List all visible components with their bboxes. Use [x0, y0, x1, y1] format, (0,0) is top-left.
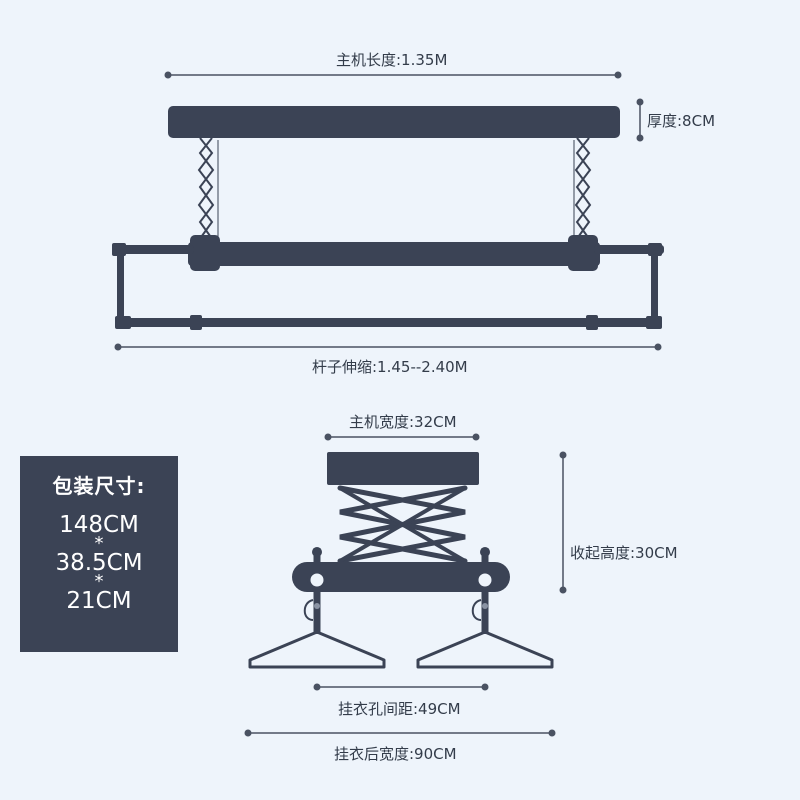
scissor-lift-left: [197, 137, 219, 241]
label-hanger-hole-spacing: 挂衣孔间距:49CM: [338, 700, 461, 718]
label-thickness: 厚度:8CM: [647, 112, 716, 130]
lower-bar-assembly: [112, 235, 664, 330]
label-width-with-hangers: 挂衣后宽度:90CM: [334, 745, 457, 763]
clothes-hanger-left: [248, 630, 386, 669]
lower-bar-side: [292, 562, 510, 592]
dimension-line-pole-extension: [114, 343, 662, 351]
package-multiply-sign: *: [94, 571, 104, 592]
package-size-box: 包装尺寸: 148CM * 38.5CM * 21CM: [20, 456, 178, 652]
package-width: 38.5CM: [55, 550, 143, 576]
package-size-title: 包装尺寸:: [52, 474, 146, 498]
host-body-front: [168, 106, 620, 138]
scissor-lift-side: [337, 485, 468, 564]
dimension-line-thickness: [636, 98, 644, 142]
label-host-width: 主机宽度:32CM: [349, 413, 457, 431]
hanger-hook-right: [471, 547, 495, 632]
host-body-side: [327, 452, 479, 485]
dimension-line-host-length: [164, 71, 622, 79]
dimension-line-host-width: [324, 433, 480, 441]
dimension-line-folded-height: [559, 451, 567, 594]
hanger-hook-left: [303, 547, 327, 632]
dimension-line-width-with-hangers: [244, 729, 556, 737]
clothes-hanger-right: [416, 630, 554, 669]
label-folded-height: 收起高度:30CM: [570, 544, 678, 562]
dimension-line-hanger-hole-spacing: [313, 683, 489, 691]
label-host-length: 主机长度:1.35M: [336, 51, 448, 69]
scissor-lift-right: [573, 137, 592, 241]
package-length: 148CM: [59, 512, 139, 538]
package-height: 21CM: [66, 588, 132, 614]
label-pole-extension: 杆子伸缩:1.45--2.40M: [312, 358, 468, 376]
package-multiply-sign: *: [94, 533, 104, 554]
